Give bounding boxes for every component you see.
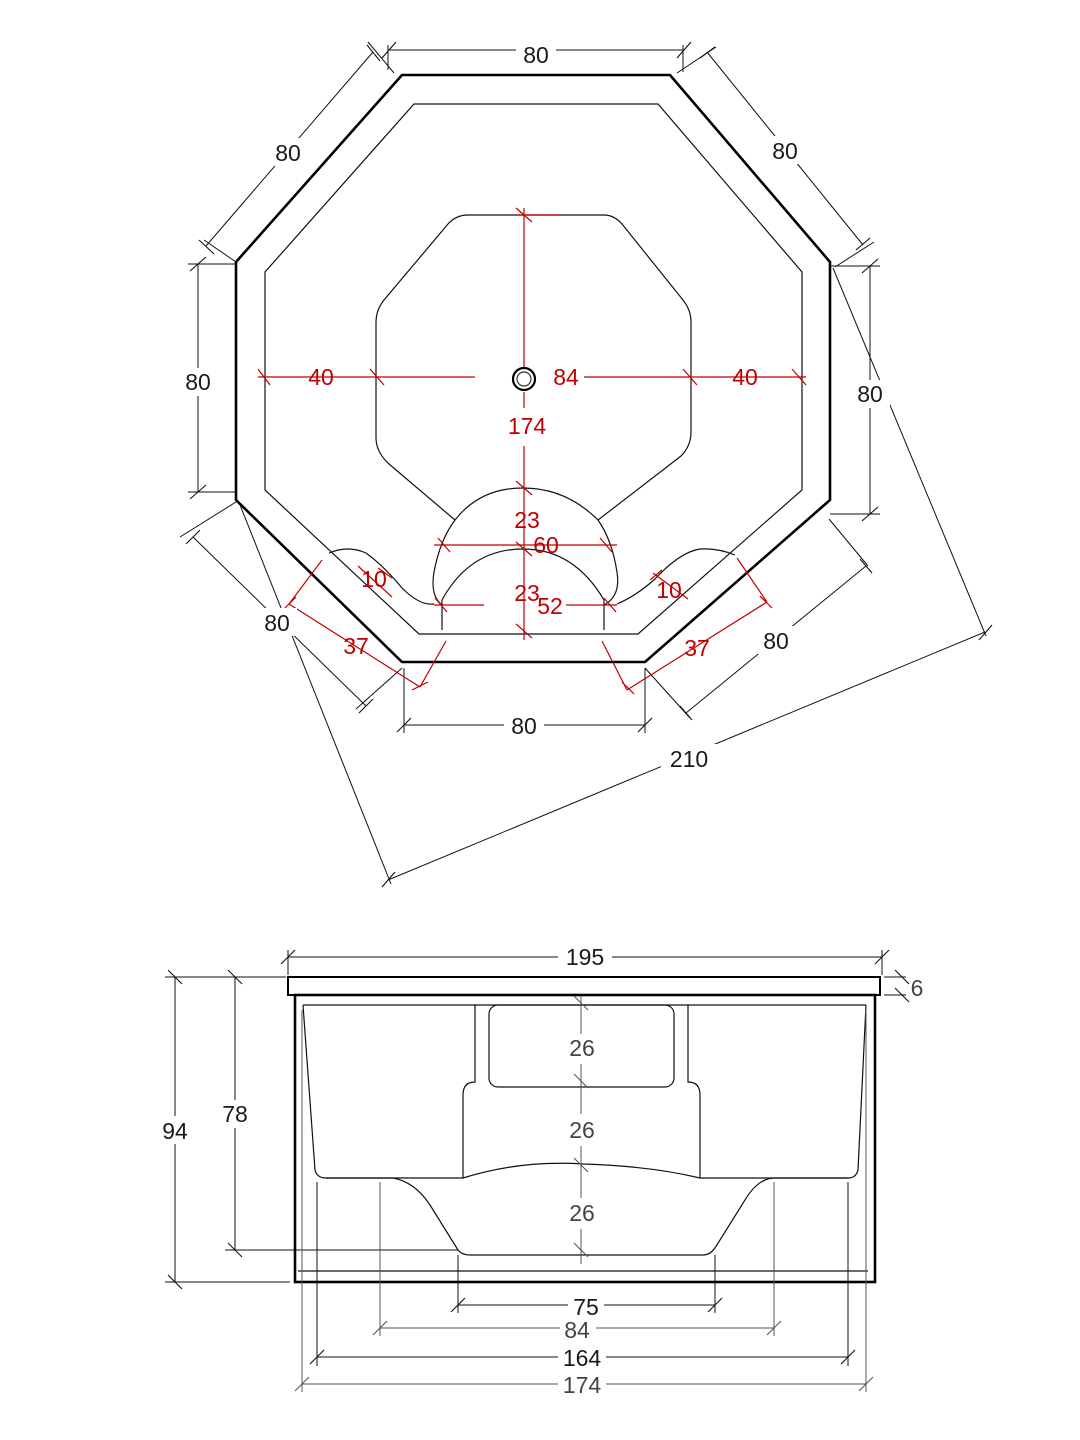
seat-side-left bbox=[432, 519, 456, 606]
octagon-inner-rim bbox=[264, 103, 803, 635]
seat-lower-arch bbox=[441, 548, 605, 630]
dim-overall-height: 94 bbox=[162, 1118, 188, 1144]
inner-profile-upper bbox=[302, 1004, 476, 1179]
octagon-outer-rim bbox=[234, 73, 832, 664]
dim-seat-lower-depth: 23 bbox=[514, 580, 540, 606]
plan-labels: 80 80 80 80 80 80 80 80 210 40 40 84 174… bbox=[178, 40, 890, 772]
dim-seat-lower-width: 52 bbox=[537, 593, 563, 619]
seat-top-curve bbox=[462, 1162, 701, 1179]
plan-dimension-lines bbox=[179, 41, 993, 888]
floor-well bbox=[380, 1177, 848, 1256]
dim-diagonal: 210 bbox=[670, 746, 708, 772]
plan-red-dimension-lines bbox=[257, 207, 807, 695]
dim-side-bottom: 80 bbox=[511, 713, 537, 739]
dim-side-left: 80 bbox=[185, 369, 211, 395]
dim-floor-width: 75 bbox=[573, 1294, 599, 1320]
dim-corner-left: 37 bbox=[343, 633, 369, 659]
dim-tier-bottom: 26 bbox=[569, 1200, 595, 1226]
dim-side-top: 80 bbox=[523, 42, 549, 68]
dim-side-right: 80 bbox=[857, 381, 883, 407]
section-dimension-lines bbox=[165, 949, 910, 1392]
dim-inner-width: 84 bbox=[553, 364, 579, 390]
rim-top bbox=[287, 976, 881, 996]
inner-basin-outline bbox=[375, 214, 692, 521]
drain-inner-icon bbox=[516, 371, 532, 387]
dim-inner-height: 78 bbox=[222, 1101, 248, 1127]
dim-side-lower-left: 80 bbox=[264, 610, 290, 636]
dim-inner-left: 40 bbox=[308, 364, 334, 390]
dim-side-lower-right: 80 bbox=[763, 628, 789, 654]
dim-seat-upper-depth: 23 bbox=[514, 507, 540, 533]
step-right bbox=[616, 548, 736, 605]
dim-rim-thickness: 6 bbox=[911, 975, 924, 1001]
plan-view bbox=[234, 73, 832, 664]
dim-inner-top-width: 174 bbox=[563, 1372, 602, 1398]
dim-corner-right: 37 bbox=[684, 635, 710, 661]
dim-inner-bottom-width: 164 bbox=[563, 1345, 602, 1371]
dim-bench-width: 84 bbox=[564, 1317, 590, 1343]
dim-tier-top: 26 bbox=[569, 1035, 595, 1061]
dim-step-left: 10 bbox=[361, 566, 387, 592]
drain-outer-icon bbox=[511, 366, 537, 392]
dim-overall-width: 195 bbox=[566, 944, 604, 970]
inner-profile-upper-right bbox=[687, 1004, 867, 1179]
dim-inner-right: 40 bbox=[732, 364, 758, 390]
section-labels: 195 6 94 78 26 26 26 75 84 164 174 bbox=[155, 944, 923, 1398]
section-view bbox=[287, 976, 881, 1284]
seat-side-right bbox=[597, 519, 619, 606]
dim-step-right: 10 bbox=[656, 577, 682, 603]
step-left bbox=[328, 548, 435, 605]
dim-inner-depth: 174 bbox=[508, 413, 547, 439]
dim-seat-upper-width: 60 bbox=[533, 532, 559, 558]
dim-side-upper-left: 80 bbox=[275, 140, 301, 166]
dim-side-upper-right: 80 bbox=[772, 138, 798, 164]
tub-body bbox=[293, 993, 877, 1284]
dim-tier-middle: 26 bbox=[569, 1117, 595, 1143]
